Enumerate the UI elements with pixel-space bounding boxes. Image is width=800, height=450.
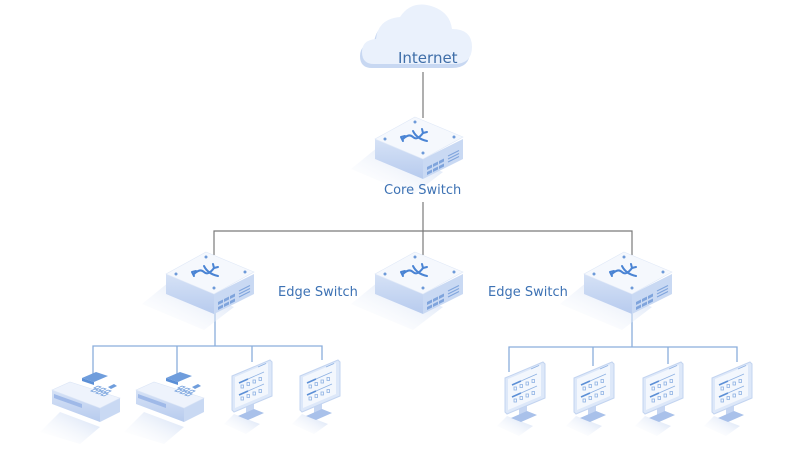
edge-switch-middle-icon	[350, 251, 464, 331]
core-switch-label: Core Switch	[384, 183, 462, 198]
monitor-icon	[496, 361, 546, 437]
edge-switch-left-icon	[141, 251, 255, 331]
monitor-icon	[223, 359, 273, 435]
ip-phone-icon	[39, 371, 121, 445]
core-links	[213, 72, 633, 255]
edge-switch-right-icon	[559, 251, 673, 331]
link-right-bus	[508, 346, 738, 372]
internet-cloud-icon	[360, 4, 472, 69]
monitor-icon	[634, 361, 684, 437]
edge-switch-left-label: Edge Switch	[278, 285, 358, 300]
link-left-bus	[92, 345, 323, 380]
internet-label: Internet	[398, 49, 458, 67]
edge-links	[92, 312, 738, 380]
edge-switch-right-label: Edge Switch	[488, 285, 568, 300]
ip-phone-icon	[123, 371, 205, 445]
monitor-icon	[565, 361, 615, 437]
monitor-icon	[703, 361, 753, 437]
monitor-icon	[291, 359, 341, 435]
